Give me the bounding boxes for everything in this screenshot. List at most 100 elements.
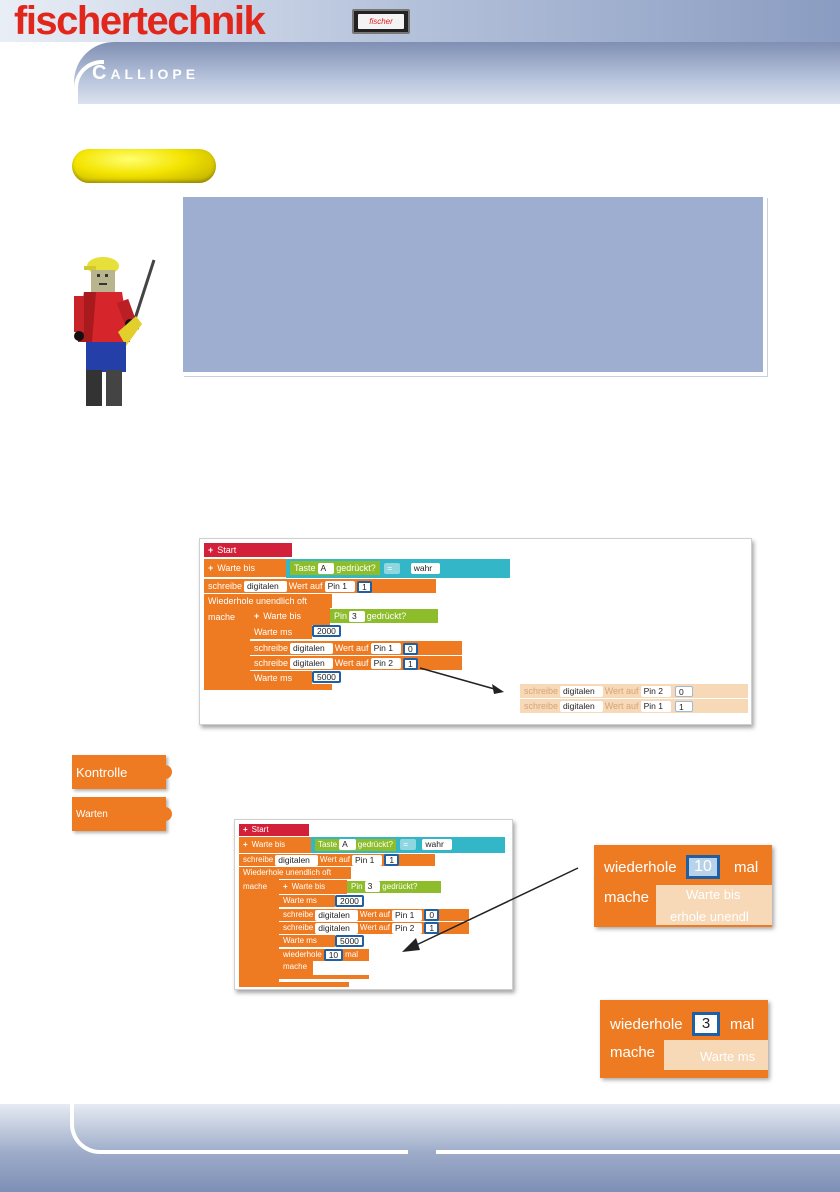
warte-bis-block[interactable]: +Warte bis	[239, 837, 311, 853]
digitalen-dropdown[interactable]: digitalen	[290, 643, 333, 655]
count-input[interactable]: 10	[686, 855, 720, 879]
operator-dropdown[interactable]: =	[384, 563, 401, 575]
taste-dropdown[interactable]: A	[339, 839, 356, 851]
wahr-value[interactable]: wahr	[410, 563, 441, 575]
schreibe-label: schreibe	[208, 581, 243, 591]
start-block[interactable]: +Start	[204, 543, 292, 557]
taste-label: Taste	[318, 840, 338, 849]
kontrolle-category[interactable]: Kontrolle	[72, 755, 172, 789]
digitalen-dropdown[interactable]: digitalen	[290, 658, 333, 670]
pin-value-dropdown[interactable]: 3	[364, 881, 381, 893]
zoom-repeat-10[interactable]: wiederhole 10 mal mache Warte bis erhole…	[594, 845, 772, 927]
header-curve-decoration	[74, 60, 104, 110]
inner-warte-bis-block[interactable]: +Warte bis	[279, 880, 347, 894]
warte-ms-block[interactable]: Warte ms	[250, 625, 312, 639]
wert-auf-label: Wert auf	[334, 643, 369, 653]
pin-dropdown[interactable]: Pin 1	[392, 909, 423, 921]
count-input[interactable]: 3	[692, 1012, 720, 1036]
number-input[interactable]: 1	[424, 922, 440, 934]
pin-dropdown[interactable]: Pin 2	[370, 658, 401, 670]
plus-icon: +	[254, 611, 260, 621]
start-label: Start	[251, 825, 269, 834]
mache-label: mache	[604, 889, 650, 906]
wiederhole-block[interactable]: Wiederhole unendlich oft	[239, 867, 351, 879]
digitalen-dropdown[interactable]: digitalen	[315, 922, 358, 934]
number-input[interactable]: 0	[674, 686, 693, 698]
wiederhole-label: wiederhole	[283, 950, 322, 960]
wiederhole-block[interactable]: Wiederhole unendlich oft	[204, 594, 332, 608]
ms-input[interactable]: 5000	[312, 671, 341, 683]
plus-icon: +	[208, 563, 214, 573]
pin-dropdown[interactable]: Pin 1	[352, 854, 383, 866]
digitalen-dropdown[interactable]: digitalen	[315, 909, 358, 921]
plus-icon: +	[208, 545, 214, 555]
wert-auf-label: Wert auf	[334, 658, 369, 668]
mal-label: mal	[734, 859, 759, 876]
inner-warte-bis-block[interactable]: +Warte bis	[250, 608, 330, 625]
wert-auf-label: Wert auf	[319, 855, 351, 865]
ghost-block: Warte bis	[656, 885, 772, 909]
pin-dropdown[interactable]: Pin 1	[324, 581, 355, 593]
count-input[interactable]: 10	[323, 949, 344, 961]
warten-category[interactable]: Warten	[72, 797, 172, 831]
digitalen-dropdown[interactable]: digitalen	[275, 854, 318, 866]
header-bar	[0, 0, 840, 42]
brand-badge-text: fischer	[358, 14, 404, 29]
warte-ms-block[interactable]: Warte ms	[250, 671, 312, 685]
digitalen-dropdown[interactable]: digitalen	[244, 581, 287, 593]
number-input[interactable]: 1	[384, 854, 400, 866]
number-input[interactable]: 1	[402, 657, 418, 670]
pin-value-dropdown[interactable]: 3	[349, 611, 365, 623]
taste-dropdown[interactable]: A	[317, 563, 335, 575]
ms-input[interactable]: 5000	[335, 935, 364, 947]
digitalen-dropdown[interactable]: digitalen	[560, 686, 603, 698]
ms-input[interactable]: 2000	[335, 895, 364, 907]
warte-ms-block[interactable]: Warte ms	[279, 935, 335, 947]
footer-curve-decoration	[70, 1104, 110, 1154]
wert-auf-label: Wert auf	[604, 686, 639, 696]
digitalen-dropdown[interactable]: digitalen	[560, 701, 603, 713]
wert-auf-label: Wert auf	[604, 701, 639, 711]
pin-dropdown[interactable]: Pin 2	[392, 922, 423, 934]
number-input[interactable]: 0	[402, 642, 418, 655]
warte-ms-block[interactable]: Warte ms	[279, 895, 335, 907]
taste-label: Taste	[294, 563, 316, 573]
warte-bis-block[interactable]: +Warte bis	[204, 559, 286, 577]
mache-label: mache	[243, 882, 268, 891]
start-block[interactable]: +Start	[239, 824, 309, 836]
wahr-value[interactable]: wahr	[422, 839, 452, 851]
worker-figure-icon	[74, 257, 156, 406]
number-input[interactable]: 1	[356, 580, 372, 593]
kontrolle-label: Kontrolle	[76, 764, 128, 780]
number-input[interactable]: 1	[674, 701, 693, 713]
pin-dropdown[interactable]: Pin 2	[640, 686, 671, 698]
ms-input[interactable]: 2000	[312, 625, 341, 637]
number-input[interactable]: 0	[424, 909, 440, 921]
zoom-repeat-3[interactable]: wiederhole 3 mal mache Warte ms	[600, 1000, 768, 1078]
schreibe-label: schreibe	[524, 701, 559, 711]
pin-dropdown[interactable]: Pin 1	[370, 643, 401, 655]
pin-dropdown[interactable]: Pin 1	[640, 701, 671, 713]
operator-dropdown[interactable]: =	[400, 839, 417, 851]
mache-arm: mache	[204, 608, 250, 688]
section-title: Calliope	[92, 62, 200, 84]
warte-ms-label: Warte ms	[283, 936, 317, 945]
plus-icon: +	[243, 840, 248, 849]
block-tab	[162, 807, 172, 821]
